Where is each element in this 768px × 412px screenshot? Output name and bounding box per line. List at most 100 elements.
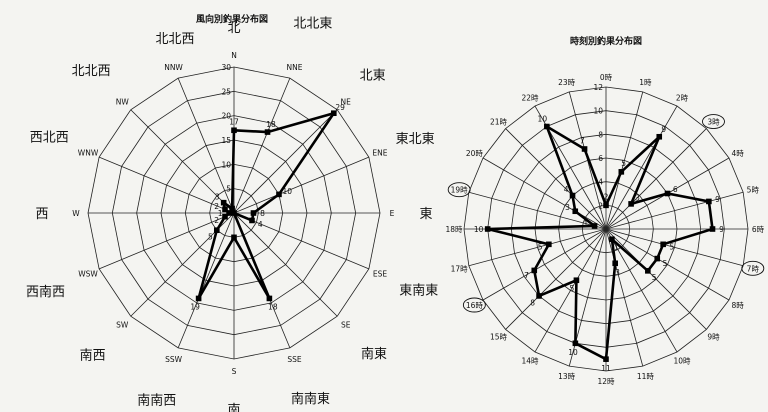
data-point (220, 199, 227, 206)
data-point (656, 133, 663, 140)
data-point (229, 205, 235, 212)
data-value-label: 9 (661, 125, 666, 134)
axis-spoke (605, 228, 644, 367)
data-value-label: 10 (568, 348, 578, 357)
data-value-label: 3 (565, 203, 570, 212)
data-value-label: 10 (474, 225, 484, 234)
data-value-label: 4 (564, 185, 569, 194)
data-point (569, 192, 576, 199)
data-value-label: 5 (669, 243, 674, 252)
data-value-label: 1 (583, 220, 588, 229)
data-point (654, 255, 661, 262)
data-value-label: 5 (663, 259, 668, 268)
data-point (264, 129, 271, 135)
data-point (536, 293, 542, 299)
axis-spoke (605, 105, 678, 230)
axis-category-label: 19時 (451, 186, 469, 195)
axis-category-label: 4時 (731, 149, 744, 158)
radial-tick-label: 4 (598, 178, 603, 187)
axis-spoke (482, 228, 607, 301)
axis-spoke (534, 228, 607, 353)
data-point (664, 190, 671, 197)
data-point (591, 223, 598, 229)
data-point (628, 201, 634, 207)
data-value-label: 4 (258, 220, 263, 229)
axis-category-label: 5時 (747, 186, 760, 195)
handwritten-direction-label: 西 (35, 207, 48, 222)
axis-category-label: WNW (78, 149, 99, 158)
axis-category-label: NW (116, 97, 130, 106)
axis-spoke (605, 91, 644, 230)
axis-category-label: 7時 (747, 264, 760, 273)
axis-spoke (233, 212, 338, 317)
axis-category-label: 22時 (521, 93, 539, 102)
axis-spoke (177, 77, 235, 214)
radial-tick-label: 8 (598, 130, 603, 139)
axis-spoke (605, 228, 730, 301)
data-point (660, 241, 666, 248)
axis-spoke (605, 191, 744, 230)
axis-category-label: 9時 (707, 332, 720, 341)
axis-spoke (233, 77, 291, 214)
radial-tick-label: 5 (226, 185, 231, 194)
radial-tick-label: 6 (598, 154, 603, 163)
axis-category-label: 15時 (490, 332, 508, 341)
axis-spoke (98, 156, 235, 214)
data-point (709, 226, 716, 232)
axis-category-label: SSW (165, 355, 183, 364)
axis-spoke (468, 228, 607, 267)
axis-category-label: 13時 (558, 372, 576, 381)
axis-category-label: S (232, 367, 237, 376)
radial-tick-label: 2 (598, 201, 603, 210)
handwritten-direction-label: 東北東 (396, 131, 435, 147)
data-point (276, 191, 282, 198)
handwritten-direction-label: 南 (227, 402, 240, 412)
data-value-label: 2 (214, 202, 219, 211)
axis-spoke (605, 228, 744, 267)
axis-spoke (177, 212, 235, 349)
data-value-label: 17 (229, 117, 239, 126)
data-point (266, 295, 273, 302)
data-value-label: 9 (715, 195, 720, 204)
axis-category-label: N (231, 51, 237, 60)
data-point (603, 202, 609, 209)
data-point (250, 210, 257, 216)
data-point (222, 206, 228, 213)
axis-spoke (233, 212, 370, 270)
axis-category-label: SSE (287, 355, 302, 364)
data-value-label: 19 (190, 303, 200, 312)
axis-category-label: 10時 (673, 357, 691, 366)
handwritten-direction-label: 北東 (360, 67, 386, 83)
data-point (572, 208, 579, 215)
handwritten-direction-label: 東南東 (399, 283, 438, 299)
axis-category-label: NNE (286, 63, 302, 72)
data-value-label: 7 (524, 271, 529, 280)
axis-spoke (505, 128, 607, 230)
axis-category-label: 0時 (600, 73, 613, 82)
radial-tick-label: 10 (221, 160, 231, 169)
axis-category-label: W (72, 209, 80, 218)
axis-category-label: SW (116, 321, 129, 330)
handwritten-direction-label: 北 (227, 21, 240, 36)
data-value-label: 5 (621, 159, 626, 168)
data-value-label: 9 (719, 225, 724, 234)
axis-category-label: 11時 (637, 372, 655, 381)
axis-category-label: 12時 (597, 377, 615, 386)
axis-spoke (605, 228, 678, 353)
data-value-label: 10 (538, 115, 548, 124)
data-value-label: 8 (530, 298, 535, 307)
hand-circle-mark (447, 182, 471, 198)
data-point (213, 227, 220, 234)
axis-category-label: 14時 (521, 357, 539, 366)
axis-spoke (98, 212, 235, 270)
handwritten-direction-label: 南東 (361, 346, 387, 362)
axis-category-label: 23時 (558, 78, 576, 87)
radial-tick-label: 30 (221, 63, 231, 72)
data-value-label: 6 (673, 185, 678, 194)
axis-category-label: 6時 (752, 225, 765, 234)
radial-tick-label: 10 (593, 107, 603, 116)
data-point (231, 127, 237, 134)
data-point (603, 356, 609, 362)
data-point (330, 110, 337, 117)
